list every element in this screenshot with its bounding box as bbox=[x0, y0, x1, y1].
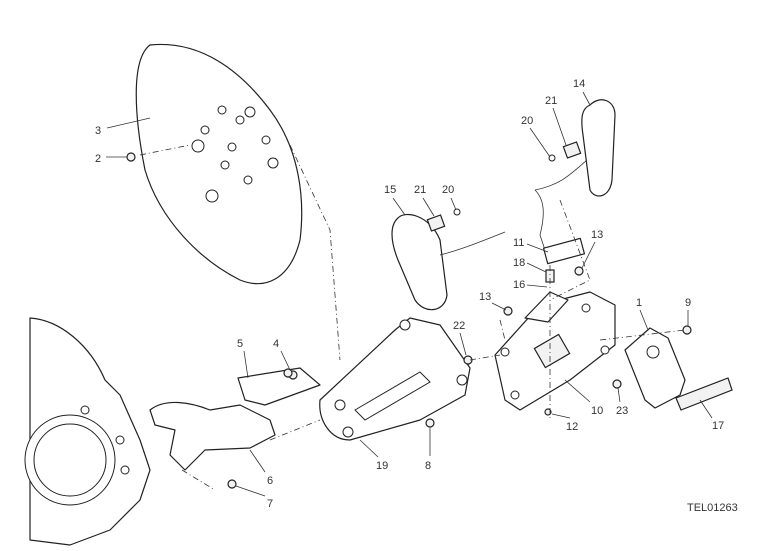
callout-13: 13 bbox=[479, 291, 491, 303]
callout-6: 6 bbox=[267, 475, 273, 487]
callout-17: 17 bbox=[712, 420, 724, 432]
mirror-part-14 bbox=[581, 99, 616, 197]
callout-7: 7 bbox=[267, 498, 273, 510]
fasteners bbox=[227, 306, 692, 489]
support-part-6 bbox=[149, 401, 276, 471]
license-bracket-part-1 bbox=[624, 327, 686, 409]
callout-8: 8 bbox=[425, 460, 431, 472]
callout-19: 19 bbox=[376, 460, 388, 472]
mirror-stem bbox=[562, 141, 582, 159]
callout-5: 5 bbox=[237, 338, 243, 350]
callout-14: 14 bbox=[573, 78, 585, 90]
callout-21: 21 bbox=[414, 184, 426, 196]
assembly-lines bbox=[139, 144, 686, 491]
callout-16: 16 bbox=[513, 279, 525, 291]
callout-15: 15 bbox=[384, 184, 396, 196]
callout-21: 21 bbox=[545, 95, 557, 107]
callout-2: 2 bbox=[95, 153, 101, 165]
callout-22: 22 bbox=[453, 320, 465, 332]
callout-20: 20 bbox=[521, 115, 533, 127]
bracket-part-5 bbox=[237, 367, 321, 406]
callout-3: 3 bbox=[95, 125, 101, 137]
drawing-code: TEL01263 bbox=[687, 502, 738, 514]
callout-13: 13 bbox=[591, 229, 603, 241]
mirror-part-15 bbox=[391, 213, 448, 311]
callout-18: 18 bbox=[513, 257, 525, 269]
callout-12: 12 bbox=[566, 421, 578, 433]
bracket-part-19 bbox=[319, 317, 471, 441]
connector-part-11 bbox=[542, 237, 586, 265]
frame-section bbox=[24, 317, 151, 546]
callout-9: 9 bbox=[685, 297, 691, 309]
callout-11: 11 bbox=[513, 237, 524, 249]
windscreen-part-3 bbox=[135, 43, 303, 285]
callout-4: 4 bbox=[273, 338, 279, 350]
windscreen-holes bbox=[191, 105, 279, 203]
reflector-part-17 bbox=[675, 377, 733, 411]
callout-23: 23 bbox=[616, 405, 628, 417]
leader-lines bbox=[106, 91, 713, 497]
callout-1: 1 bbox=[636, 297, 642, 309]
callout-10: 10 bbox=[591, 405, 603, 417]
nut-part-2 bbox=[126, 152, 136, 162]
callout-20: 20 bbox=[442, 184, 454, 196]
